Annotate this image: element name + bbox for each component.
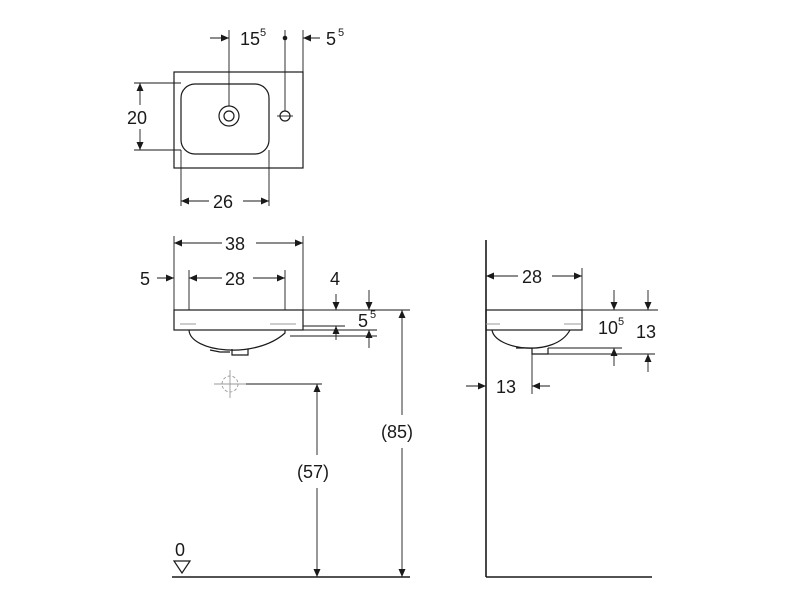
dim-bowl-width-front: 28 bbox=[225, 269, 245, 289]
front-view: 38 28 5 4 5 5 (8 bbox=[140, 234, 413, 578]
floor-label: 0 bbox=[175, 540, 185, 560]
bowl-outline-top bbox=[180, 83, 270, 155]
dim-rim-height-sup: 5 bbox=[618, 316, 624, 328]
side-view: 28 10 5 13 13 bbox=[466, 240, 658, 578]
dim-total-depth: 13 bbox=[636, 322, 656, 342]
waste-outlet-symbol bbox=[214, 370, 248, 398]
dim-edge-offset-sup: 5 bbox=[338, 27, 344, 39]
dim-height-rim: (85) bbox=[381, 422, 413, 442]
tap-hole-symbol-top bbox=[277, 110, 293, 122]
dim-height-drain: (57) bbox=[297, 462, 329, 482]
dim-overall-width: 38 bbox=[225, 234, 245, 254]
floor-level-symbol bbox=[172, 560, 192, 575]
dim-drain-offset: 13 bbox=[496, 377, 516, 397]
dim-tap-offset-sup: 5 bbox=[260, 27, 266, 39]
dim-tap-offset: 15 bbox=[240, 29, 260, 49]
basin-bowl-front bbox=[188, 329, 286, 351]
dim-depth-top: 20 bbox=[127, 108, 147, 128]
dim-rim-height: 10 bbox=[598, 318, 618, 338]
drain-symbol-top bbox=[218, 105, 240, 127]
dim-projection: 28 bbox=[522, 267, 542, 287]
dim-rim-step-sup: 5 bbox=[370, 309, 376, 321]
basin-bowl-side bbox=[491, 329, 571, 349]
top-view: 15 5 5 5 20 26 bbox=[127, 27, 344, 212]
dim-rim-thickness: 4 bbox=[330, 269, 340, 289]
dim-side-offset: 5 bbox=[140, 269, 150, 289]
dim-rim-step: 5 bbox=[358, 311, 368, 331]
basin-rim-front bbox=[173, 309, 304, 331]
dim-edge-offset: 5 bbox=[326, 29, 336, 49]
dim-bowl-width-top: 26 bbox=[213, 192, 233, 212]
basin-rim-side bbox=[485, 309, 583, 331]
basin-outline-top bbox=[173, 71, 304, 169]
